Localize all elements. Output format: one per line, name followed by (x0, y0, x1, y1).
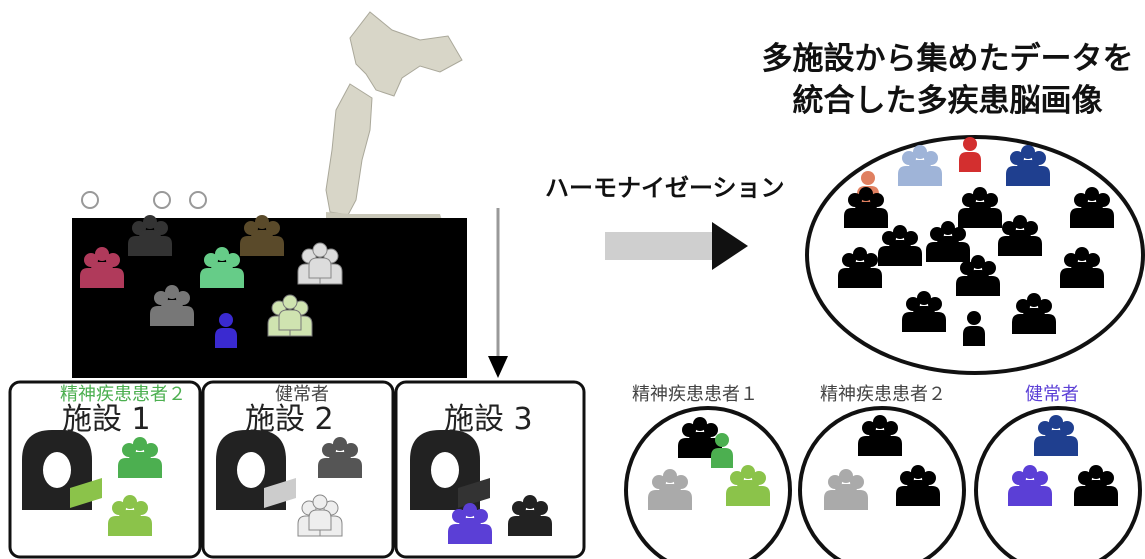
mri-scanner-icon (410, 430, 490, 510)
group-label-2: 精神疾患患者２ (820, 384, 946, 405)
facility2-group-white (298, 495, 342, 536)
facility2-group-grey (318, 437, 362, 478)
facility-label-3: 施設 3 (444, 402, 533, 437)
mri-scanner-icon (216, 430, 296, 510)
group-label-3: 健常者 (1025, 384, 1079, 405)
arrow-down-icon (488, 208, 508, 378)
map-label-disease2: 精神疾患患者２ (60, 384, 186, 405)
title-line-1: 多施設から集めたデータを (761, 41, 1134, 77)
integrated-dataset-ellipse (805, 135, 1145, 375)
facility3-group-dark (508, 495, 552, 536)
map-top-outlines (81, 191, 207, 209)
group-circle-2 (798, 406, 966, 559)
page-title: 多施設から集めたデータを 統合した多疾患脳画像 (755, 38, 1140, 122)
title-line-2: 統合した多疾患脳画像 (792, 83, 1103, 119)
facility-box-2 (201, 380, 395, 559)
harmonization-label: ハーモナイゼーション (545, 174, 785, 202)
arrow-right-icon (605, 222, 748, 270)
facility-label-2: 施設 2 (245, 402, 334, 437)
facility1-group-green (118, 437, 162, 478)
group-label-1: 精神疾患患者１ (632, 384, 758, 405)
group-circle-1 (624, 406, 792, 559)
group-circle-3 (974, 406, 1142, 559)
facility-box-3 (394, 380, 586, 559)
facility-box-1 (8, 380, 202, 559)
mri-scanner-icon (22, 430, 102, 510)
facility-label-1: 施設 1 (62, 402, 151, 437)
japan-map-icon (325, 11, 463, 220)
facility1-group-lightgreen (108, 495, 152, 536)
map-label-healthy: 健常者 (275, 384, 329, 405)
